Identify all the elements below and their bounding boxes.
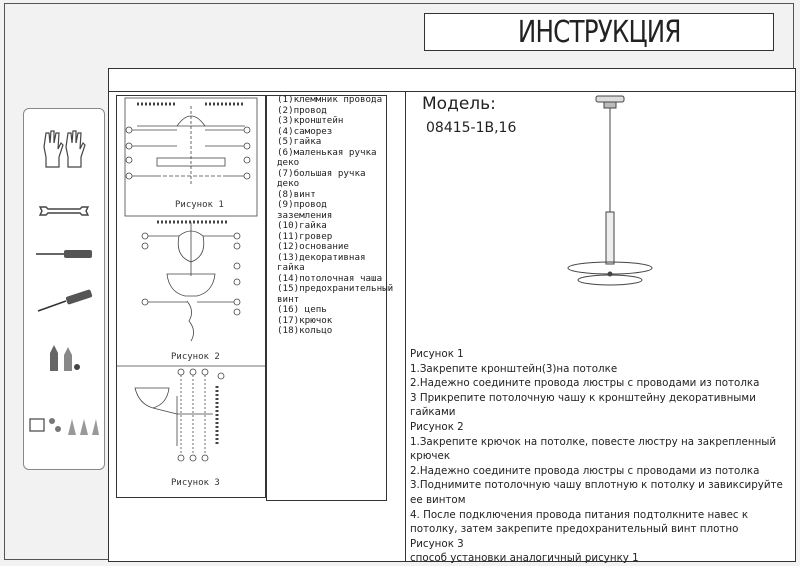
instruction-line: 2.Надежно соедините провода люстры с про… bbox=[410, 464, 760, 477]
legend-item: (8)винт bbox=[277, 188, 316, 200]
instruction-line: Рисунок 3 bbox=[410, 537, 464, 550]
terminals-icon bbox=[29, 418, 99, 435]
legend-item: (12)основание bbox=[277, 241, 349, 252]
figure-3-drawing bbox=[134, 368, 225, 462]
sheet-header-rule bbox=[108, 91, 796, 92]
figure-1-drawing bbox=[124, 97, 258, 217]
legend-item: (14)потолочная чаша bbox=[277, 272, 383, 284]
tools-panel bbox=[23, 108, 105, 470]
legend-item: (1)клеммник провода bbox=[277, 94, 383, 105]
figure-2-label: Рисунок 2 bbox=[171, 352, 220, 362]
figure-2-drawing bbox=[141, 220, 241, 342]
title-box: ИНСТРУКЦИЯ bbox=[424, 13, 774, 51]
instruction-line: Рисунок 2 bbox=[410, 420, 464, 433]
legend-item: (18)кольцо bbox=[277, 325, 333, 336]
wrench-icon bbox=[38, 206, 90, 216]
legend-item: (17)крючок bbox=[277, 314, 333, 326]
screwdriver-phillips-icon bbox=[37, 289, 93, 312]
legend-item: (9)провод заземления bbox=[277, 199, 333, 221]
page-title: ИНСТРУКЦИЯ bbox=[517, 14, 682, 50]
instruction-line: 3 Прикрепите потолочную чашу к кронштейн… bbox=[410, 391, 756, 419]
instruction-line: 1.Закрепите кронштейн(3)на потолке bbox=[410, 362, 618, 375]
legend-item: (15)предохранительный винт bbox=[277, 283, 394, 305]
instruction-line: Рисунок 1 bbox=[410, 348, 464, 360]
pendant-lamp-drawing bbox=[567, 95, 653, 286]
model-code: 08415-1В,16 bbox=[426, 120, 517, 136]
legend-item: (13)декоративная гайка bbox=[277, 251, 366, 273]
figure-1-label: Рисунок 1 bbox=[175, 200, 224, 210]
screwdriver-flat-icon bbox=[36, 250, 92, 258]
parts-legend: (1)клеммник провода (2)провод (3)кронште… bbox=[277, 94, 394, 337]
instruction-line: 1.Закрепите крючок на потолке, повесте л… bbox=[410, 435, 777, 463]
legend-item: (11)гровер bbox=[277, 230, 333, 242]
legend-item: (3)кронштейн bbox=[277, 115, 344, 126]
figure-3-label: Рисунок 3 bbox=[171, 478, 220, 488]
instruction-line: 3.Поднимите потолочную чашу вплотную к п… bbox=[410, 479, 783, 506]
column-divider bbox=[405, 92, 406, 562]
model-label: Модель: bbox=[422, 94, 496, 114]
instructions-text: Рисунок 1 1.Закрепите кронштейн(3)на пот… bbox=[410, 347, 788, 566]
instruction-line: 4. После подключения провода питания под… bbox=[410, 508, 749, 536]
instruction-line: 2.Надежно соедините провода люстры с про… bbox=[410, 377, 760, 390]
legend-item: (16) цепь bbox=[277, 304, 327, 315]
legend-item: (6)маленькая ручка деко bbox=[277, 146, 377, 168]
legend-item: (5)гайка bbox=[277, 136, 322, 147]
legend-item: (7)большая ручка деко bbox=[277, 167, 366, 189]
anchors-icon bbox=[50, 345, 80, 371]
legend-item: (4)саморез bbox=[277, 125, 333, 137]
gloves-icon bbox=[43, 130, 86, 168]
legend-item: (2)провод bbox=[277, 104, 327, 116]
legend-box bbox=[266, 95, 387, 501]
figures-panel: Рисунок 1 Рисунок 2 Рисунок 3 bbox=[116, 95, 266, 498]
legend-item: (10)гайка bbox=[277, 220, 327, 231]
instruction-line: способ установки аналогичный рисунку 1 bbox=[410, 552, 639, 565]
installation-drawings bbox=[117, 97, 265, 462]
